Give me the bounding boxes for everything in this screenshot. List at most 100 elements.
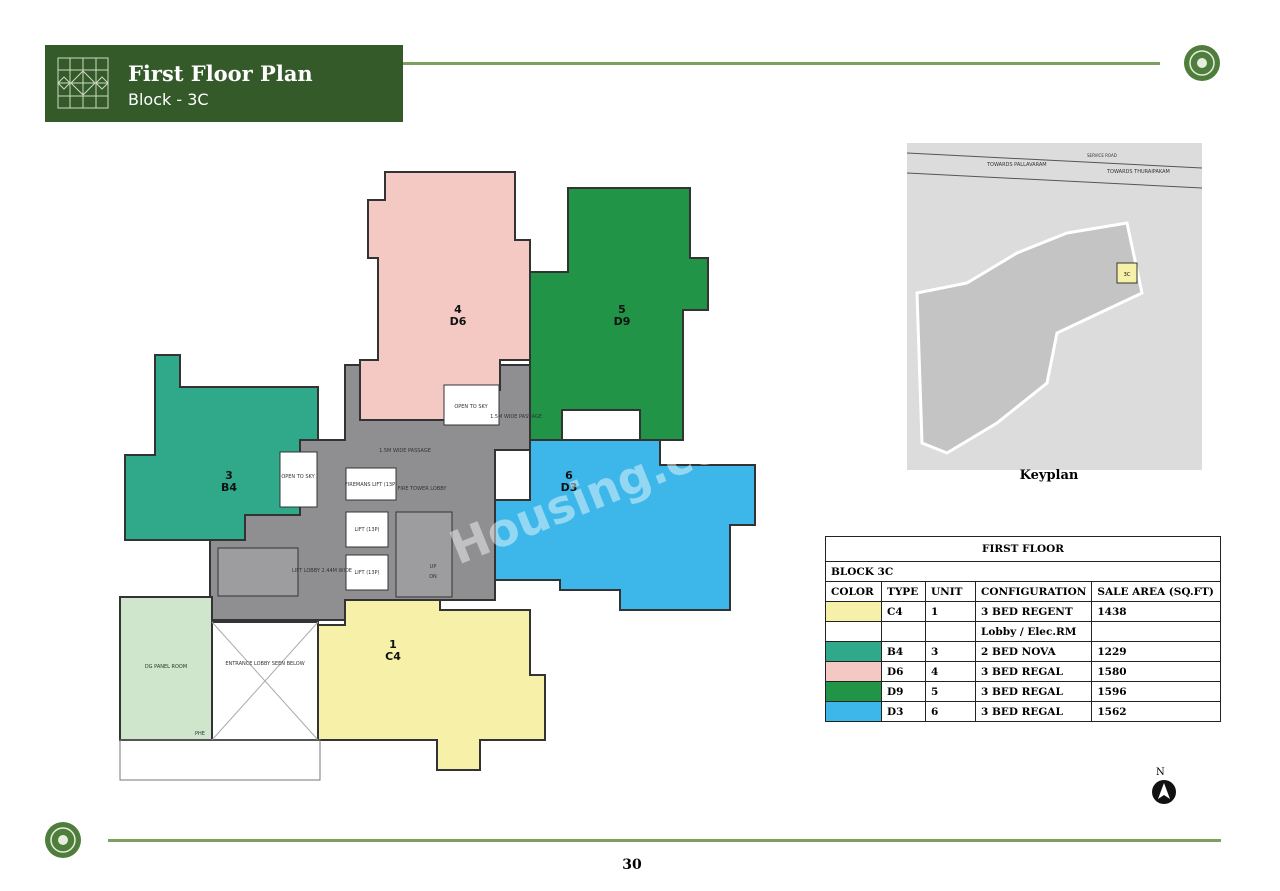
cell-configuration: 3 BED REGENT xyxy=(974,601,1093,622)
unit-6-number: 6 xyxy=(565,469,573,482)
page-number: 30 xyxy=(622,857,642,873)
lift-1 xyxy=(345,511,389,548)
unit-area-table: FIRST FLOOR BLOCK 3C COLOR TYPE UNIT CON… xyxy=(825,536,1221,722)
color-swatch xyxy=(825,681,882,702)
floor-plan: 4 D6 5 D9 3 B4 6 D3 1 C4 1.5M WIDE PASSA… xyxy=(119,171,756,781)
header-sale-area: SALE AREA (SQ.FT) xyxy=(1091,581,1221,602)
page-title: First Floor Plan xyxy=(128,61,313,86)
keyplan-map: TOWARDS PALLAVARAM TOWARDS THURAIPAKAM S… xyxy=(907,143,1202,470)
color-swatch xyxy=(825,701,882,722)
cell-type: D3 xyxy=(881,701,926,722)
phe-label: PHE xyxy=(195,731,205,737)
cell-unit: 4 xyxy=(925,661,976,682)
staircase-core xyxy=(395,511,453,598)
unit-1-number: 1 xyxy=(389,638,397,651)
unit-3-type: B4 xyxy=(221,481,237,494)
cell-area xyxy=(1091,621,1221,642)
cell-area: 1596 xyxy=(1091,681,1221,702)
lift-lobby-label: LIFT LOBBY 2.44M WIDE xyxy=(292,568,352,574)
unit-6-d3 xyxy=(494,439,756,611)
dg-panel-label: DG PANEL ROOM xyxy=(145,664,187,670)
cell-type: B4 xyxy=(881,641,926,662)
unit-5-number: 5 xyxy=(618,303,626,316)
road-label-left: TOWARDS PALLAVARAM xyxy=(986,162,1047,168)
cell-unit: 1 xyxy=(925,601,976,622)
open-to-sky-north xyxy=(443,384,500,426)
unit-3-b4 xyxy=(124,354,319,541)
keyplan-drawing: TOWARDS PALLAVARAM TOWARDS THURAIPAKAM S… xyxy=(907,152,1202,455)
cell-area: 1562 xyxy=(1091,701,1221,722)
entrance-lobby-label: ENTRANCE LOBBY SEEN BELOW xyxy=(225,661,304,667)
cell-configuration: 3 BED REGAL xyxy=(974,661,1093,682)
kolam-pattern-icon xyxy=(57,57,109,109)
color-swatch xyxy=(825,621,882,642)
firemans-lift xyxy=(345,467,397,501)
road-label-right: TOWARDS THURAIPAKAM xyxy=(1106,169,1170,175)
cell-unit: 3 xyxy=(925,641,976,662)
unit-5-type: D9 xyxy=(614,315,631,328)
up-label: UP xyxy=(430,564,437,570)
cell-type xyxy=(881,621,926,642)
title-banner: First Floor Plan Block - 3C xyxy=(45,45,403,122)
cell-configuration: 2 BED NOVA xyxy=(974,641,1093,662)
passage-label-2: 1.5M WIDE PASSAGE xyxy=(490,414,542,420)
cell-configuration: 3 BED REGAL xyxy=(974,701,1093,722)
open-to-sky-west xyxy=(279,451,318,508)
passage-label: 1.5M WIDE PASSAGE xyxy=(379,448,431,454)
cell-area: 1438 xyxy=(1091,601,1221,622)
entrance-steps xyxy=(119,739,321,781)
unit-6-type: D3 xyxy=(561,481,578,494)
lift-2-label: LIFT (13P) xyxy=(355,570,380,576)
unit-1-c4 xyxy=(314,599,546,771)
header-unit: UNIT xyxy=(925,581,976,602)
staircase-west xyxy=(217,547,299,597)
unit-3-number: 3 xyxy=(225,469,233,482)
unit-4-number: 4 xyxy=(454,303,462,316)
north-arrow-icon xyxy=(1152,780,1176,804)
header-configuration: CONFIGURATION xyxy=(974,581,1093,602)
lift-1-label: LIFT (13P) xyxy=(355,527,380,533)
open-to-sky-label: OPEN TO SKY xyxy=(454,404,488,410)
unit-1-type: C4 xyxy=(385,650,401,663)
service-road-label: SERVICE ROAD xyxy=(1087,153,1117,158)
unit-4-type: D6 xyxy=(450,315,467,328)
cell-unit: 6 xyxy=(925,701,976,722)
lift-2 xyxy=(345,554,389,591)
cell-type: D6 xyxy=(881,661,926,682)
table-block: BLOCK 3C xyxy=(825,561,1221,582)
cell-area: 1580 xyxy=(1091,661,1221,682)
emblem-icon xyxy=(1184,45,1220,81)
header-color: COLOR xyxy=(825,581,882,602)
block-3c-marker xyxy=(1116,262,1138,284)
footer-rule xyxy=(108,839,1221,842)
color-swatch xyxy=(825,601,882,622)
cell-configuration: 3 BED REGAL xyxy=(974,681,1093,702)
dn-label: DN xyxy=(429,574,437,580)
cell-type: D9 xyxy=(881,681,926,702)
table-header-row: COLOR TYPE UNIT CONFIGURATION SALE AREA … xyxy=(825,581,1221,602)
fire-tower-lobby-label: FIRE TOWER LOBBY xyxy=(398,486,448,492)
cell-unit: 5 xyxy=(925,681,976,702)
north-label: N xyxy=(1156,767,1165,778)
cell-area: 1229 xyxy=(1091,641,1221,662)
color-swatch xyxy=(825,641,882,662)
color-swatch xyxy=(825,661,882,682)
page-subtitle: Block - 3C xyxy=(128,90,209,109)
cell-configuration: Lobby / Elec.RM xyxy=(974,621,1093,642)
footer-emblem-icon xyxy=(45,822,81,858)
keyplan-label: Keyplan xyxy=(1019,468,1079,483)
cell-type: C4 xyxy=(881,601,926,622)
open-to-sky-label-2: OPEN TO SKY xyxy=(281,474,315,480)
block-3c-label: 3C xyxy=(1124,272,1131,278)
cell-unit xyxy=(925,621,976,642)
firemans-lift-label: FIREMANS LIFT (13P) xyxy=(345,482,397,488)
header-type: TYPE xyxy=(881,581,926,602)
table-title: FIRST FLOOR xyxy=(825,536,1221,562)
table-row: Lobby / Elec.RM xyxy=(825,621,1221,642)
header-rule xyxy=(403,62,1160,65)
